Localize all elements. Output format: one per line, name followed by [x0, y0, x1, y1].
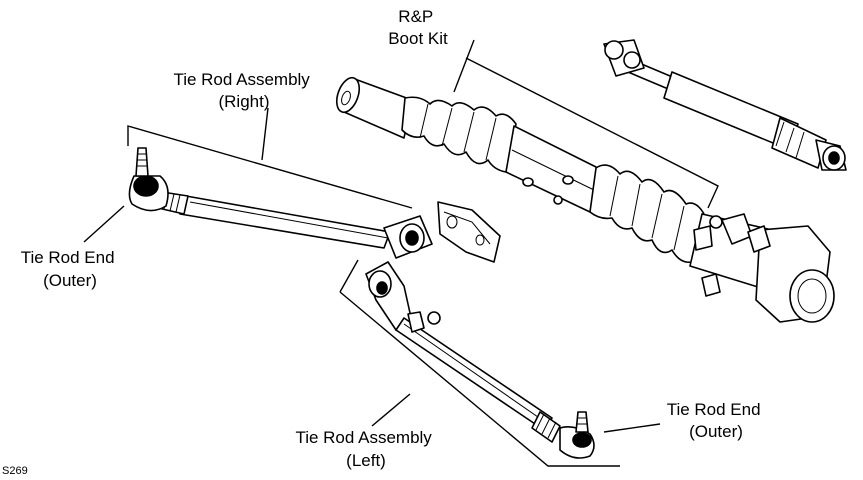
tie-rod-assembly-left-leader	[371, 393, 411, 427]
tie-rod-assembly-right-bracket	[127, 125, 413, 209]
tie-rod-end-outer-upper	[128, 147, 169, 212]
tie-rod-assembly-left-bracket	[339, 259, 620, 467]
tie-rod-end-right-label: Tie Rod End (Outer)	[667, 400, 766, 441]
intermediate-shaft	[603, 39, 847, 171]
boot-right	[589, 164, 705, 264]
tie-rod-assembly-right	[157, 191, 501, 263]
tie-rod-end-lower-leader	[603, 423, 661, 433]
tie-rod-end-upper-leader	[83, 205, 125, 243]
boot-left	[401, 96, 517, 173]
boot-kit-bracket	[465, 57, 719, 209]
steering-rack	[335, 76, 835, 323]
tie-rod-assembly-right-label: Tie Rod Assembly (Right)	[173, 70, 314, 111]
tie-rod-end-outer-lower	[559, 411, 595, 459]
boot-kit-label: R&P Boot Kit	[388, 7, 448, 48]
figure-code: S269	[2, 465, 28, 477]
boot-kit-leader	[453, 39, 475, 93]
tie-rod-assembly-right-leader	[261, 107, 269, 161]
tie-rod-end-left-label: Tie Rod End (Outer)	[21, 248, 120, 290]
tie-rod-assembly-left-label: Tie Rod Assembly (Left)	[295, 428, 436, 470]
tie-rod-assembly-left	[365, 261, 561, 443]
